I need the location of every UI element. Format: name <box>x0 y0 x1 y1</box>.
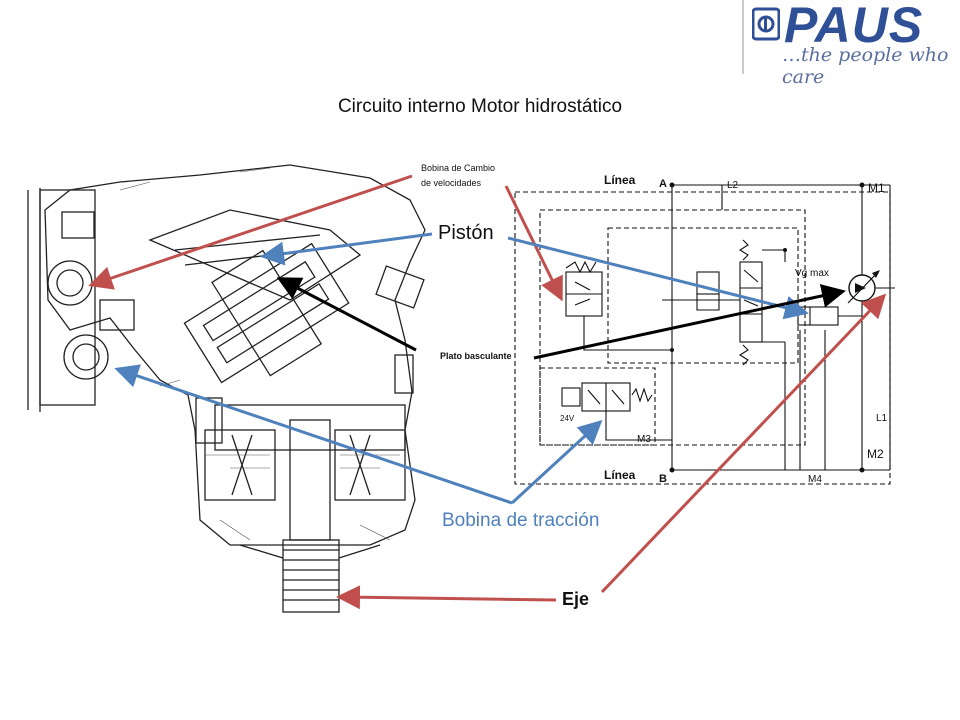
company-logo: PAUS …the people who care <box>742 0 960 88</box>
callout-bobina-cambio-line1: Bobina de Cambio <box>421 163 496 173</box>
logo-wordmark: PAUS <box>784 0 924 53</box>
slide-title: Circuito interno Motor hidrostático <box>337 96 623 117</box>
arrow-bobina-traccion-to-motor <box>114 364 513 505</box>
arrow-eje-to-shaft <box>336 585 557 610</box>
port-m4-label: M4 <box>808 474 822 485</box>
vg-max-label: Vg max <box>795 268 829 279</box>
port-m2-label: M2 <box>867 447 884 461</box>
arrow-plato-to-motor <box>276 277 417 352</box>
callout-eje: Eje <box>562 589 590 609</box>
arrow-bobina-cambio-to-motor <box>88 174 413 290</box>
port-m3-label: M3 <box>637 434 651 445</box>
linea-b-label: Línea <box>604 468 636 482</box>
arrow-piston-to-motor <box>260 232 433 266</box>
logo-tagline: …the people who care <box>782 44 949 88</box>
arrow-plato-to-schematic <box>533 284 846 360</box>
callout-plato-basculante: Plato basculante <box>440 351 512 361</box>
arrow-bobina-cambio-to-schematic <box>504 185 563 302</box>
arrow-piston-to-schematic <box>507 236 809 320</box>
port-a-label: A <box>659 178 667 190</box>
callout-piston: Pistón <box>438 222 494 244</box>
port-l1-label: L1 <box>876 413 888 424</box>
arrow-bobina-traccion-to-schematic <box>510 419 603 505</box>
callout-bobina-traccion: Bobina de tracción <box>442 510 600 531</box>
callout-bobina-cambio: Bobina de Cambio de velocidades <box>421 161 495 191</box>
callout-bobina-cambio-line2: de velocidades <box>421 178 482 188</box>
port-b-label: B <box>659 473 667 485</box>
voltage-label: 24V <box>560 414 575 423</box>
linea-a-label: Línea <box>604 173 636 187</box>
port-m1-label: M1 <box>868 181 885 195</box>
logo-divider <box>742 0 744 74</box>
gear-p-icon <box>752 7 780 41</box>
arrow-eje-to-motor-symbol <box>600 293 887 594</box>
port-l2-label: L2 <box>727 180 739 191</box>
